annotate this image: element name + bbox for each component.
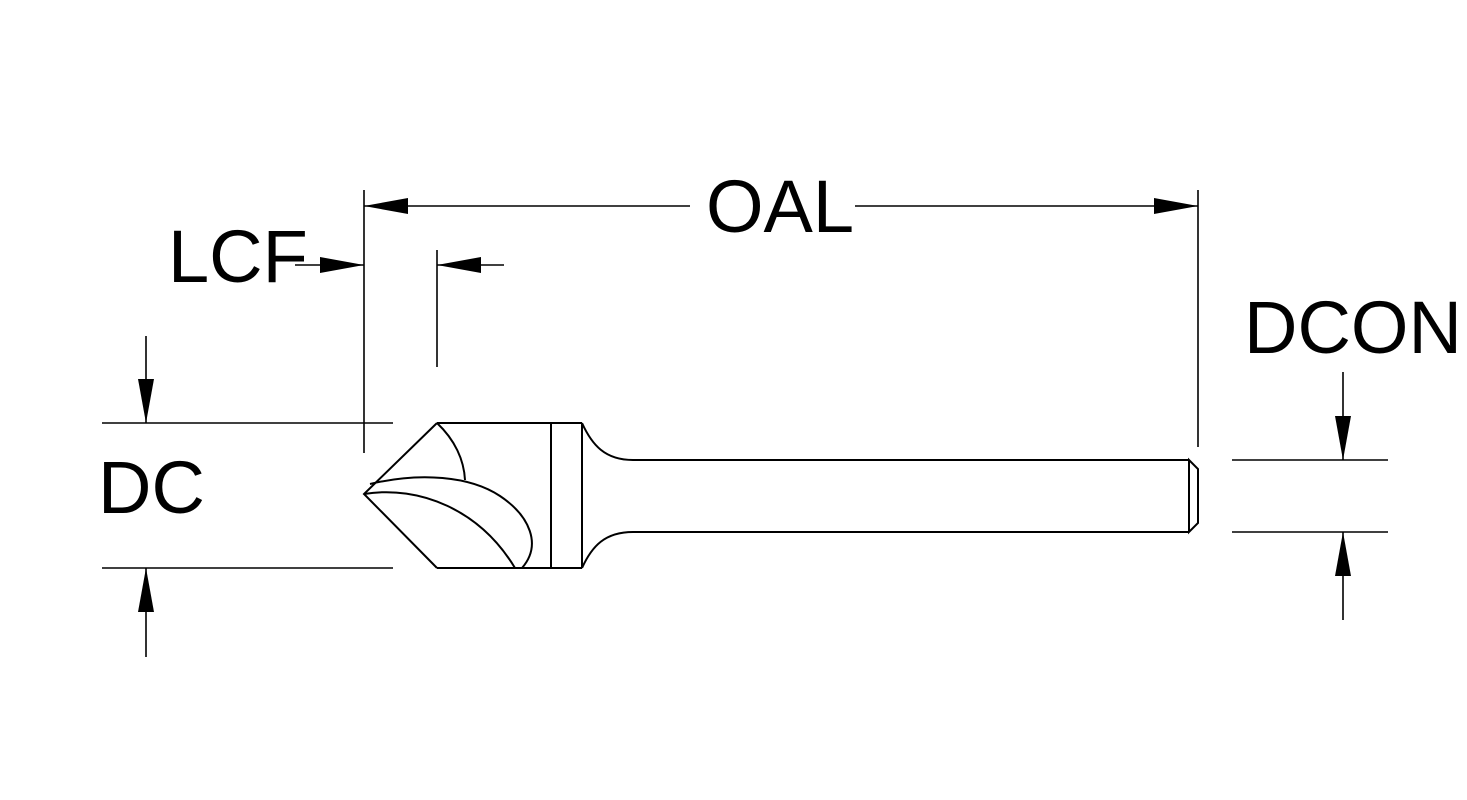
tool-cone-tip xyxy=(362,422,438,569)
lcf-dimension: LCF xyxy=(168,215,504,367)
dc-arrowhead-top xyxy=(138,379,154,423)
lcf-arrowhead-left xyxy=(320,257,364,273)
dc-dimension: DC xyxy=(98,336,393,657)
tool-flute-curve-inner xyxy=(363,491,516,569)
tool-flute-curve-outer xyxy=(369,476,533,569)
lcf-arrowhead-right xyxy=(437,257,481,273)
tool-neck-fillet-top xyxy=(581,422,634,461)
oal-label: OAL xyxy=(706,165,854,248)
oal-arrowhead-right xyxy=(1154,198,1198,214)
dcon-arrowhead-top xyxy=(1335,416,1351,460)
oal-arrowhead-left xyxy=(364,198,408,214)
tool-flute-curve-upper xyxy=(436,422,466,481)
lcf-label: LCF xyxy=(168,215,308,298)
dc-label: DC xyxy=(98,446,205,529)
dc-arrowhead-bottom xyxy=(138,568,154,612)
oal-dimension: OAL xyxy=(363,165,1199,453)
dcon-arrowhead-bottom xyxy=(1335,532,1351,576)
tool-shank-chamfer-end xyxy=(1188,457,1199,535)
dcon-dimension: DCON xyxy=(1232,286,1462,620)
countersink-tool-outline xyxy=(362,422,1199,569)
tool-neck-fillet-bottom xyxy=(581,531,634,569)
dcon-label: DCON xyxy=(1244,286,1462,369)
